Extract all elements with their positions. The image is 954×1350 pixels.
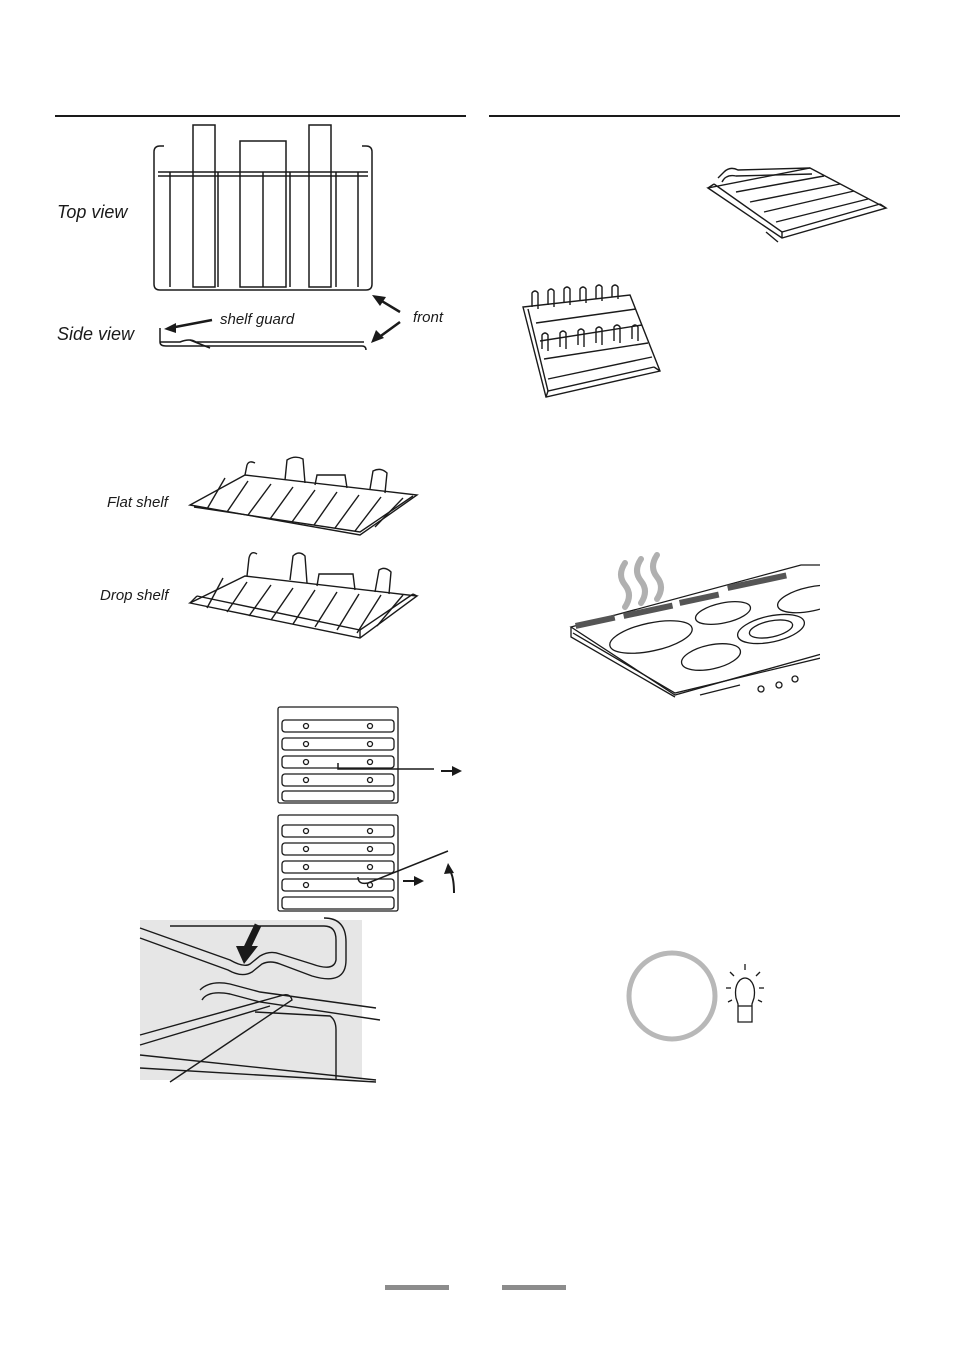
left-column-rule — [55, 115, 466, 117]
flat-shelf-label: Flat shelf — [107, 494, 168, 511]
shelf-rail-detail-icon — [140, 920, 380, 1082]
footer-bar-left — [385, 1285, 449, 1290]
grill-rack-icon — [700, 160, 895, 245]
drop-shelf-icon — [185, 548, 425, 648]
side-view-label: Side view — [57, 324, 134, 345]
shelf-side-view-icon — [150, 290, 450, 360]
flat-shelf-icon — [185, 455, 425, 540]
right-column-rule — [489, 115, 900, 117]
ring-lamp-icon — [624, 948, 769, 1048]
shelf-top-view-icon — [150, 124, 380, 294]
drop-shelf-label: Drop shelf — [100, 587, 168, 604]
top-view-label: Top view — [57, 202, 127, 223]
footer-bar-right — [502, 1285, 566, 1290]
shelf-runner-lift-icon — [276, 813, 466, 913]
plate-rack-icon — [518, 285, 668, 405]
ceramic-hob-heat-icon — [565, 545, 825, 700]
shelf-runner-remove-icon — [276, 705, 466, 805]
